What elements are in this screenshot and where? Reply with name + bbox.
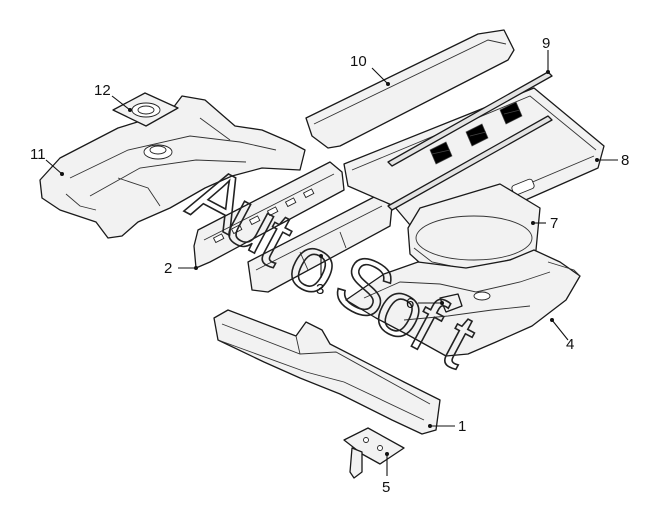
callout-1: 1 xyxy=(458,418,466,435)
callout-11: 11 xyxy=(30,146,46,163)
callout-2: 2 xyxy=(164,260,172,277)
part-rods xyxy=(387,71,553,211)
callout-10: 10 xyxy=(350,53,367,70)
callout-4: 4 xyxy=(566,336,574,353)
callout-5: 5 xyxy=(382,479,390,496)
carpet-pattern xyxy=(429,101,523,165)
callout-6: 6 xyxy=(406,295,414,312)
part-parcel-shelf xyxy=(305,29,515,149)
callout-7: 7 xyxy=(550,215,558,232)
part-longitudinal-rail xyxy=(213,309,441,435)
part-rear-floor-pan xyxy=(39,95,306,239)
callout-12: 12 xyxy=(94,82,111,99)
part-cross-member xyxy=(193,161,345,269)
part-rear-floor-section xyxy=(345,249,581,357)
callout-labels: 1 2 3 4 5 6 7 8 9 10 11 12 xyxy=(30,35,629,496)
part-access-cover xyxy=(112,92,179,127)
callout-8: 8 xyxy=(621,152,629,169)
leader-lines xyxy=(45,50,618,476)
part-small-bracket xyxy=(439,293,463,313)
callout-9: 9 xyxy=(542,35,550,52)
callout-3: 3 xyxy=(316,281,324,298)
part-mounting-bracket xyxy=(343,427,405,479)
